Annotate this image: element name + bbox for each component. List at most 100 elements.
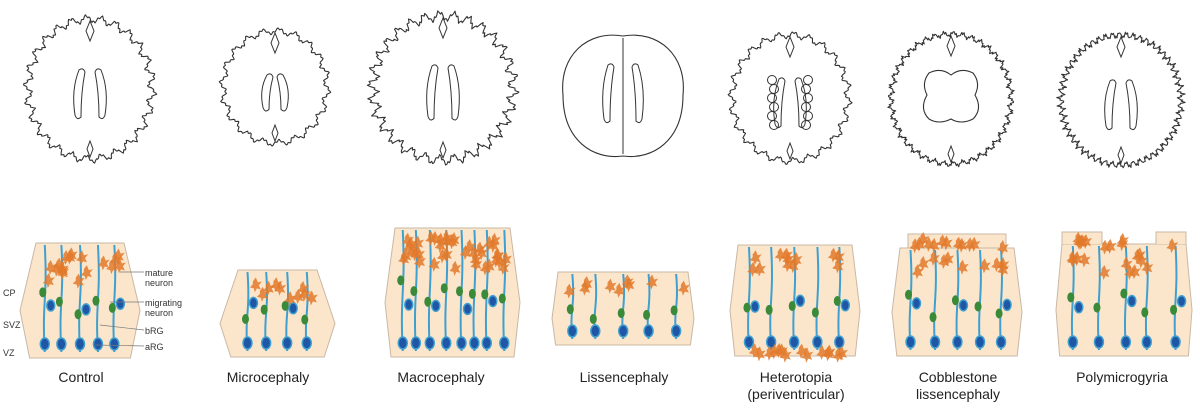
mature-neuron bbox=[483, 258, 496, 274]
brain-cortex-outline bbox=[23, 14, 158, 164]
ventricle-left bbox=[773, 77, 786, 129]
mature-neuron bbox=[801, 347, 814, 363]
migrating-neuron bbox=[108, 302, 116, 313]
mature-neuron bbox=[753, 261, 766, 277]
arg-soma bbox=[765, 335, 777, 349]
brg-soma bbox=[46, 299, 56, 312]
mature-neuron bbox=[284, 291, 297, 307]
mature-neuron bbox=[1116, 233, 1129, 249]
ventricle-right bbox=[276, 73, 289, 112]
ventricle-right bbox=[631, 63, 644, 124]
brg-soma bbox=[911, 297, 922, 310]
mature-neuron bbox=[1078, 252, 1091, 268]
ventricle-right bbox=[1125, 79, 1138, 131]
mature-neuron bbox=[80, 265, 93, 281]
migrating-neuron bbox=[1141, 307, 1149, 318]
arg-soma bbox=[590, 324, 601, 338]
mature-neuron bbox=[956, 259, 969, 275]
ventricle-left bbox=[261, 73, 274, 112]
migrating-neuron bbox=[39, 287, 47, 298]
arg-soma bbox=[242, 336, 253, 350]
arg-soma bbox=[456, 336, 467, 350]
annotation-migrating-line2: neuron bbox=[145, 308, 174, 318]
migrating-neuron bbox=[589, 313, 597, 324]
mature-neuron bbox=[492, 248, 505, 264]
mature-neuron bbox=[270, 277, 283, 293]
migrating-neuron bbox=[92, 295, 100, 306]
mature-neuron bbox=[938, 253, 951, 269]
mature-neuron bbox=[459, 244, 472, 260]
brg-soma bbox=[795, 294, 805, 307]
heterotopic-nodule bbox=[767, 93, 777, 103]
arg-soma bbox=[1141, 335, 1153, 349]
mature-neuron bbox=[1080, 233, 1093, 249]
annotation-mature-line1: mature bbox=[145, 268, 174, 278]
migrating-neuron bbox=[281, 300, 289, 311]
arg-soma bbox=[1120, 335, 1132, 349]
mature-neuron bbox=[978, 258, 991, 274]
caption-macrocephaly: Macrocephaly bbox=[366, 369, 516, 386]
caption-line: Cobblestone bbox=[918, 369, 998, 385]
mature-neuron bbox=[827, 247, 840, 263]
mature-neuron bbox=[56, 263, 69, 279]
brg-soma bbox=[1176, 294, 1187, 308]
mature-neuron bbox=[782, 251, 795, 267]
mature-neuron bbox=[305, 290, 318, 306]
mature-neuron bbox=[298, 286, 311, 302]
caption-control: Control bbox=[6, 369, 156, 386]
mature-neuron bbox=[1071, 251, 1084, 267]
fissure-back bbox=[271, 123, 279, 143]
mature-neuron bbox=[448, 232, 461, 248]
arg-soma bbox=[905, 335, 916, 349]
arg-soma bbox=[1067, 335, 1079, 349]
annotation-leader-line bbox=[94, 344, 145, 347]
cortical-column-polymicrogyria bbox=[1055, 231, 1193, 357]
migrating-neuron bbox=[974, 301, 982, 312]
mature-neuron bbox=[774, 247, 787, 263]
mature-neuron bbox=[1166, 238, 1179, 254]
brg-soma bbox=[115, 297, 126, 310]
migrating-neuron bbox=[74, 309, 82, 320]
migrating-neuron bbox=[1120, 288, 1128, 299]
brain-smooth-outline bbox=[562, 34, 684, 158]
radial-glia-fiber bbox=[427, 229, 432, 352]
arg-soma bbox=[1170, 335, 1181, 349]
heterotopic-nodule bbox=[803, 75, 813, 85]
ventricle-right bbox=[447, 64, 460, 121]
mature-neuron bbox=[991, 257, 1004, 273]
mature-neuron bbox=[927, 250, 940, 266]
migrating-neuron bbox=[566, 304, 574, 315]
arg-soma bbox=[743, 335, 755, 349]
mature-neuron bbox=[917, 256, 930, 272]
radial-glia-fiber bbox=[502, 229, 507, 352]
brain-outline-cobblestone bbox=[887, 30, 1015, 168]
mature-neuron bbox=[65, 247, 78, 263]
mature-neuron bbox=[449, 260, 462, 276]
mature-neuron bbox=[749, 250, 762, 266]
migrating-neuron bbox=[765, 304, 773, 315]
mature-neuron bbox=[470, 256, 483, 272]
caption-microcephaly: Microcephaly bbox=[193, 369, 343, 386]
mature-neuron bbox=[753, 346, 766, 362]
fissure-back bbox=[86, 139, 94, 159]
mature-neuron bbox=[405, 236, 418, 252]
mature-neuron bbox=[413, 254, 426, 270]
layer-label-cp: CP bbox=[3, 288, 16, 298]
arg-soma bbox=[109, 337, 120, 351]
migrating-neuron bbox=[301, 314, 309, 325]
fissure-front bbox=[1116, 35, 1126, 59]
arg-soma bbox=[952, 335, 963, 349]
mature-neuron bbox=[474, 241, 487, 257]
arg-soma bbox=[74, 337, 86, 351]
mature-neuron bbox=[1099, 239, 1112, 255]
mature-neuron bbox=[428, 256, 441, 272]
mature-neuron bbox=[262, 280, 275, 296]
mature-neuron bbox=[398, 251, 411, 267]
mature-neuron bbox=[790, 252, 803, 268]
mature-neuron bbox=[1131, 248, 1144, 264]
brg-soma bbox=[958, 299, 969, 312]
mature-neuron bbox=[76, 250, 89, 266]
arg-soma bbox=[567, 324, 578, 338]
arg-soma bbox=[469, 336, 480, 350]
